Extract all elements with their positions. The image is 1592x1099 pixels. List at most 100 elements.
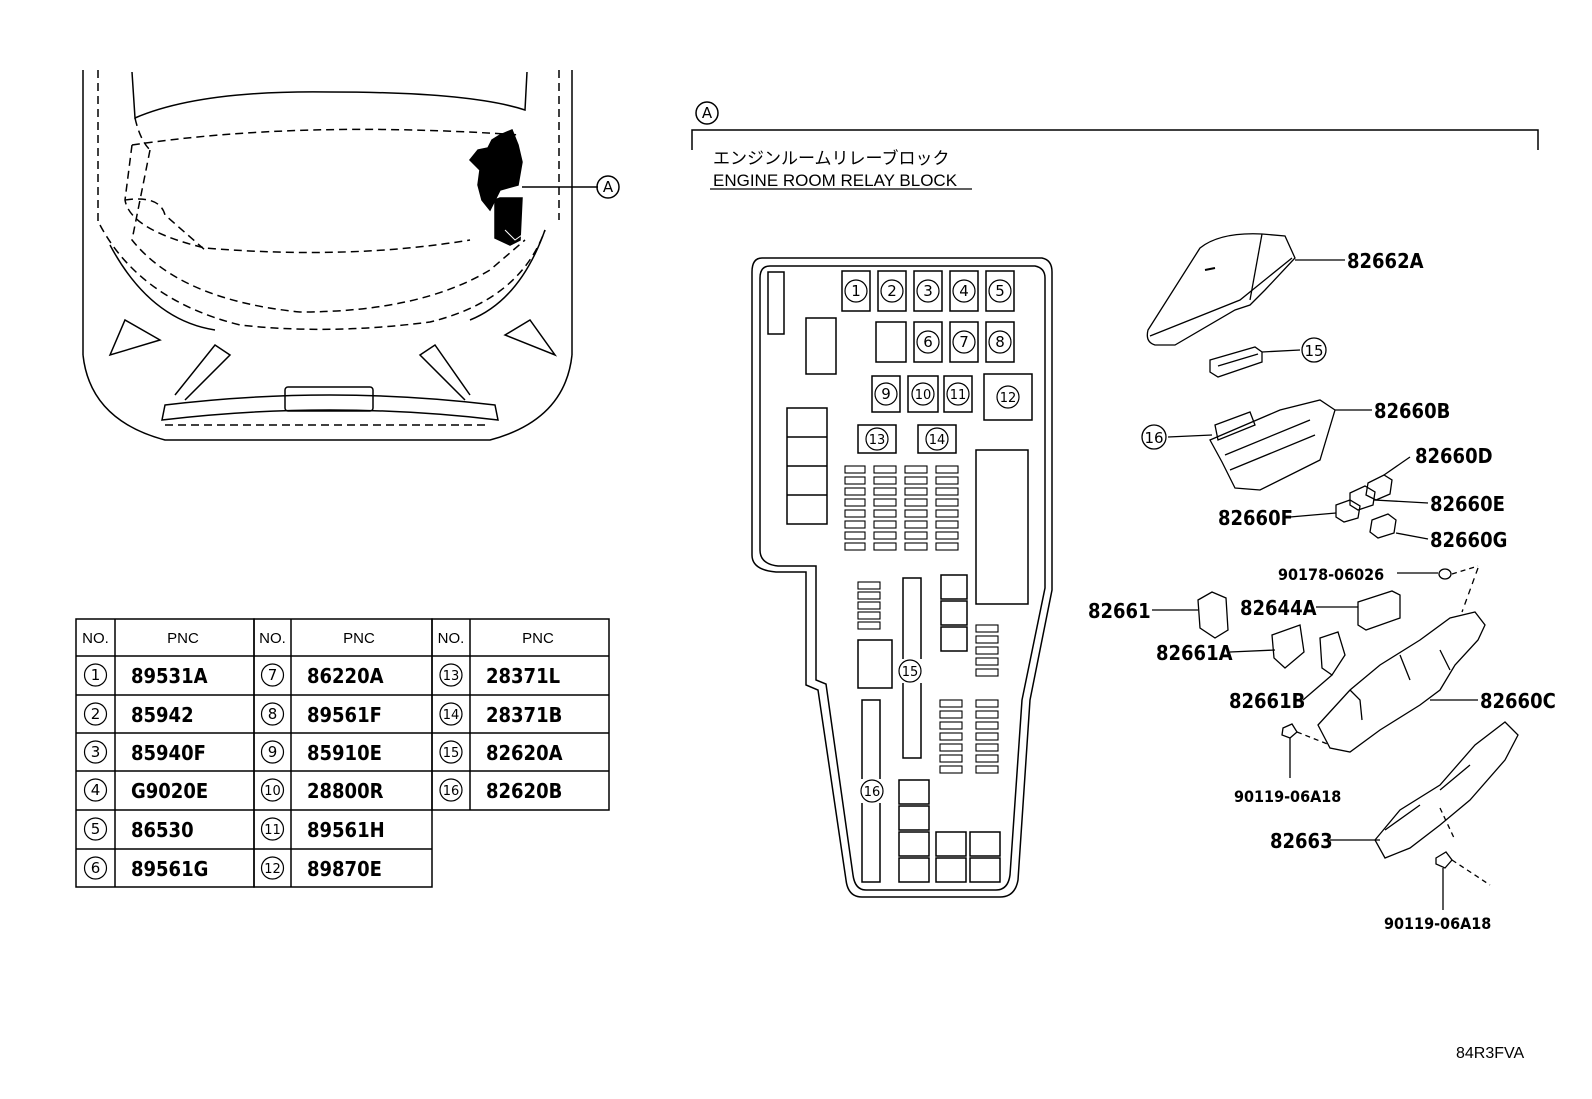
part-82644A: 82644A — [1240, 596, 1317, 620]
table-row-no: 11 — [264, 823, 281, 838]
row-number-circle — [260, 856, 285, 880]
slot-number: 9 — [881, 385, 891, 403]
table-row-pnc: G9020E — [131, 779, 208, 803]
slot-number-circle — [916, 279, 940, 303]
callout-16: 16 — [1144, 429, 1163, 447]
fuse-slot — [935, 498, 959, 507]
fuse-slot — [975, 624, 999, 633]
row-number-circle — [439, 778, 463, 802]
fuse-slot — [975, 732, 999, 741]
title-japanese: エンジンルームリレーブロック — [713, 148, 949, 168]
fuse-slot — [975, 754, 999, 763]
fuse-slot — [873, 465, 897, 474]
table-row-pnc: 85942 — [131, 703, 194, 727]
relay-slot-5 — [985, 270, 1015, 312]
fuse-slot — [939, 721, 963, 730]
table-header-pnc: PNC — [343, 630, 375, 647]
row-number-circle — [260, 740, 285, 764]
fuse-slot — [904, 542, 928, 551]
row-number-circle — [439, 702, 463, 726]
fuse-slot — [873, 487, 897, 496]
vehicle-overview-drawing — [82, 70, 620, 441]
slot-number: 10 — [915, 388, 932, 403]
slot-number: 14 — [929, 433, 946, 448]
part-90178-06026: 90178-06026 — [1278, 565, 1384, 584]
part-90119-06A18-lower: 90119-06A18 — [1384, 914, 1491, 933]
part-82663: 82663 — [1270, 829, 1333, 853]
fuse-slot — [904, 509, 928, 518]
fuse-slot — [857, 591, 881, 600]
table-row-no: 3 — [91, 743, 101, 761]
table-row-pnc: 85940F — [131, 741, 206, 765]
relay-slot-11 — [943, 375, 973, 413]
relay-slot-2 — [877, 270, 907, 312]
slot-number-circle — [844, 279, 868, 303]
fuse-slot — [873, 498, 897, 507]
row-number-circle — [83, 663, 108, 687]
slot-number-circle — [911, 382, 935, 406]
title-english: ENGINE ROOM RELAY BLOCK — [713, 171, 958, 190]
relay-slot-12 — [983, 373, 1033, 421]
table-row-no: 6 — [91, 859, 101, 877]
table-row-pnc: 28371B — [486, 703, 562, 727]
fuse-slot — [975, 668, 999, 677]
slot-number-circle — [880, 279, 904, 303]
fuse-slot — [939, 754, 963, 763]
table-header-no: NO. — [259, 630, 286, 647]
fuse-slot — [975, 765, 999, 774]
fuse-slot — [873, 520, 897, 529]
fuse-slot — [844, 520, 866, 529]
slot-number-circle — [874, 382, 898, 406]
table-row-pnc: 85910E — [307, 741, 382, 765]
slot-number-circle — [865, 427, 889, 451]
slot-number-circle — [988, 330, 1012, 354]
table-row-pnc: 89561H — [307, 818, 385, 842]
table-header-no: NO. — [438, 630, 465, 647]
slot-number: 6 — [923, 333, 933, 351]
slot-number: 15 — [902, 665, 919, 680]
slot-number-circle — [916, 330, 940, 354]
fuse-slot — [939, 732, 963, 741]
part-82660B: 82660B — [1374, 399, 1450, 423]
slot-number: 2 — [887, 282, 897, 300]
fuse-slot — [844, 476, 866, 485]
part-82661B: 82661B — [1229, 689, 1305, 713]
table-row-no: 16 — [443, 784, 460, 799]
row-number-circle — [260, 778, 285, 802]
part-82660E: 82660E — [1430, 492, 1505, 516]
slot-number: 13 — [869, 433, 886, 448]
slot-number-circle — [988, 279, 1012, 303]
row-number-circle — [260, 702, 285, 726]
row-number-circle — [439, 663, 463, 687]
pnc-table-grid — [75, 618, 610, 888]
row-number-circle — [260, 663, 285, 687]
part-82661: 82661 — [1088, 599, 1151, 623]
table-row-pnc: 86530 — [131, 818, 194, 842]
row-number-circle — [83, 702, 108, 726]
part-90119-06A18-upper: 90119-06A18 — [1234, 787, 1341, 806]
table-header-pnc: PNC — [167, 630, 199, 647]
fuse-slot — [975, 635, 999, 644]
fuse-slot — [975, 721, 999, 730]
fuse-slot — [935, 476, 959, 485]
table-row-pnc: 89531A — [131, 664, 208, 688]
callout-a-letter: A — [603, 178, 614, 196]
slot-number-circle — [952, 330, 976, 354]
fuse-slot — [873, 542, 897, 551]
slot-number: 4 — [959, 282, 969, 300]
relay-slot-1 — [841, 270, 871, 312]
table-row-pnc: 28800R — [307, 779, 384, 803]
relay-slot-3 — [913, 270, 943, 312]
table-row-no: 8 — [268, 705, 278, 723]
fuse-slot — [935, 520, 959, 529]
fuse-slot — [975, 699, 999, 708]
fuse-slot — [935, 465, 959, 474]
relay-block-outline — [751, 257, 1053, 898]
slot-number: 11 — [950, 388, 967, 403]
fuse-slot — [935, 509, 959, 518]
slot-number-circle — [952, 279, 976, 303]
fuse-slot — [935, 487, 959, 496]
table-row-pnc: 82620B — [486, 779, 562, 803]
relay-slot-4 — [949, 270, 979, 312]
table-row-pnc: 86220A — [307, 664, 384, 688]
